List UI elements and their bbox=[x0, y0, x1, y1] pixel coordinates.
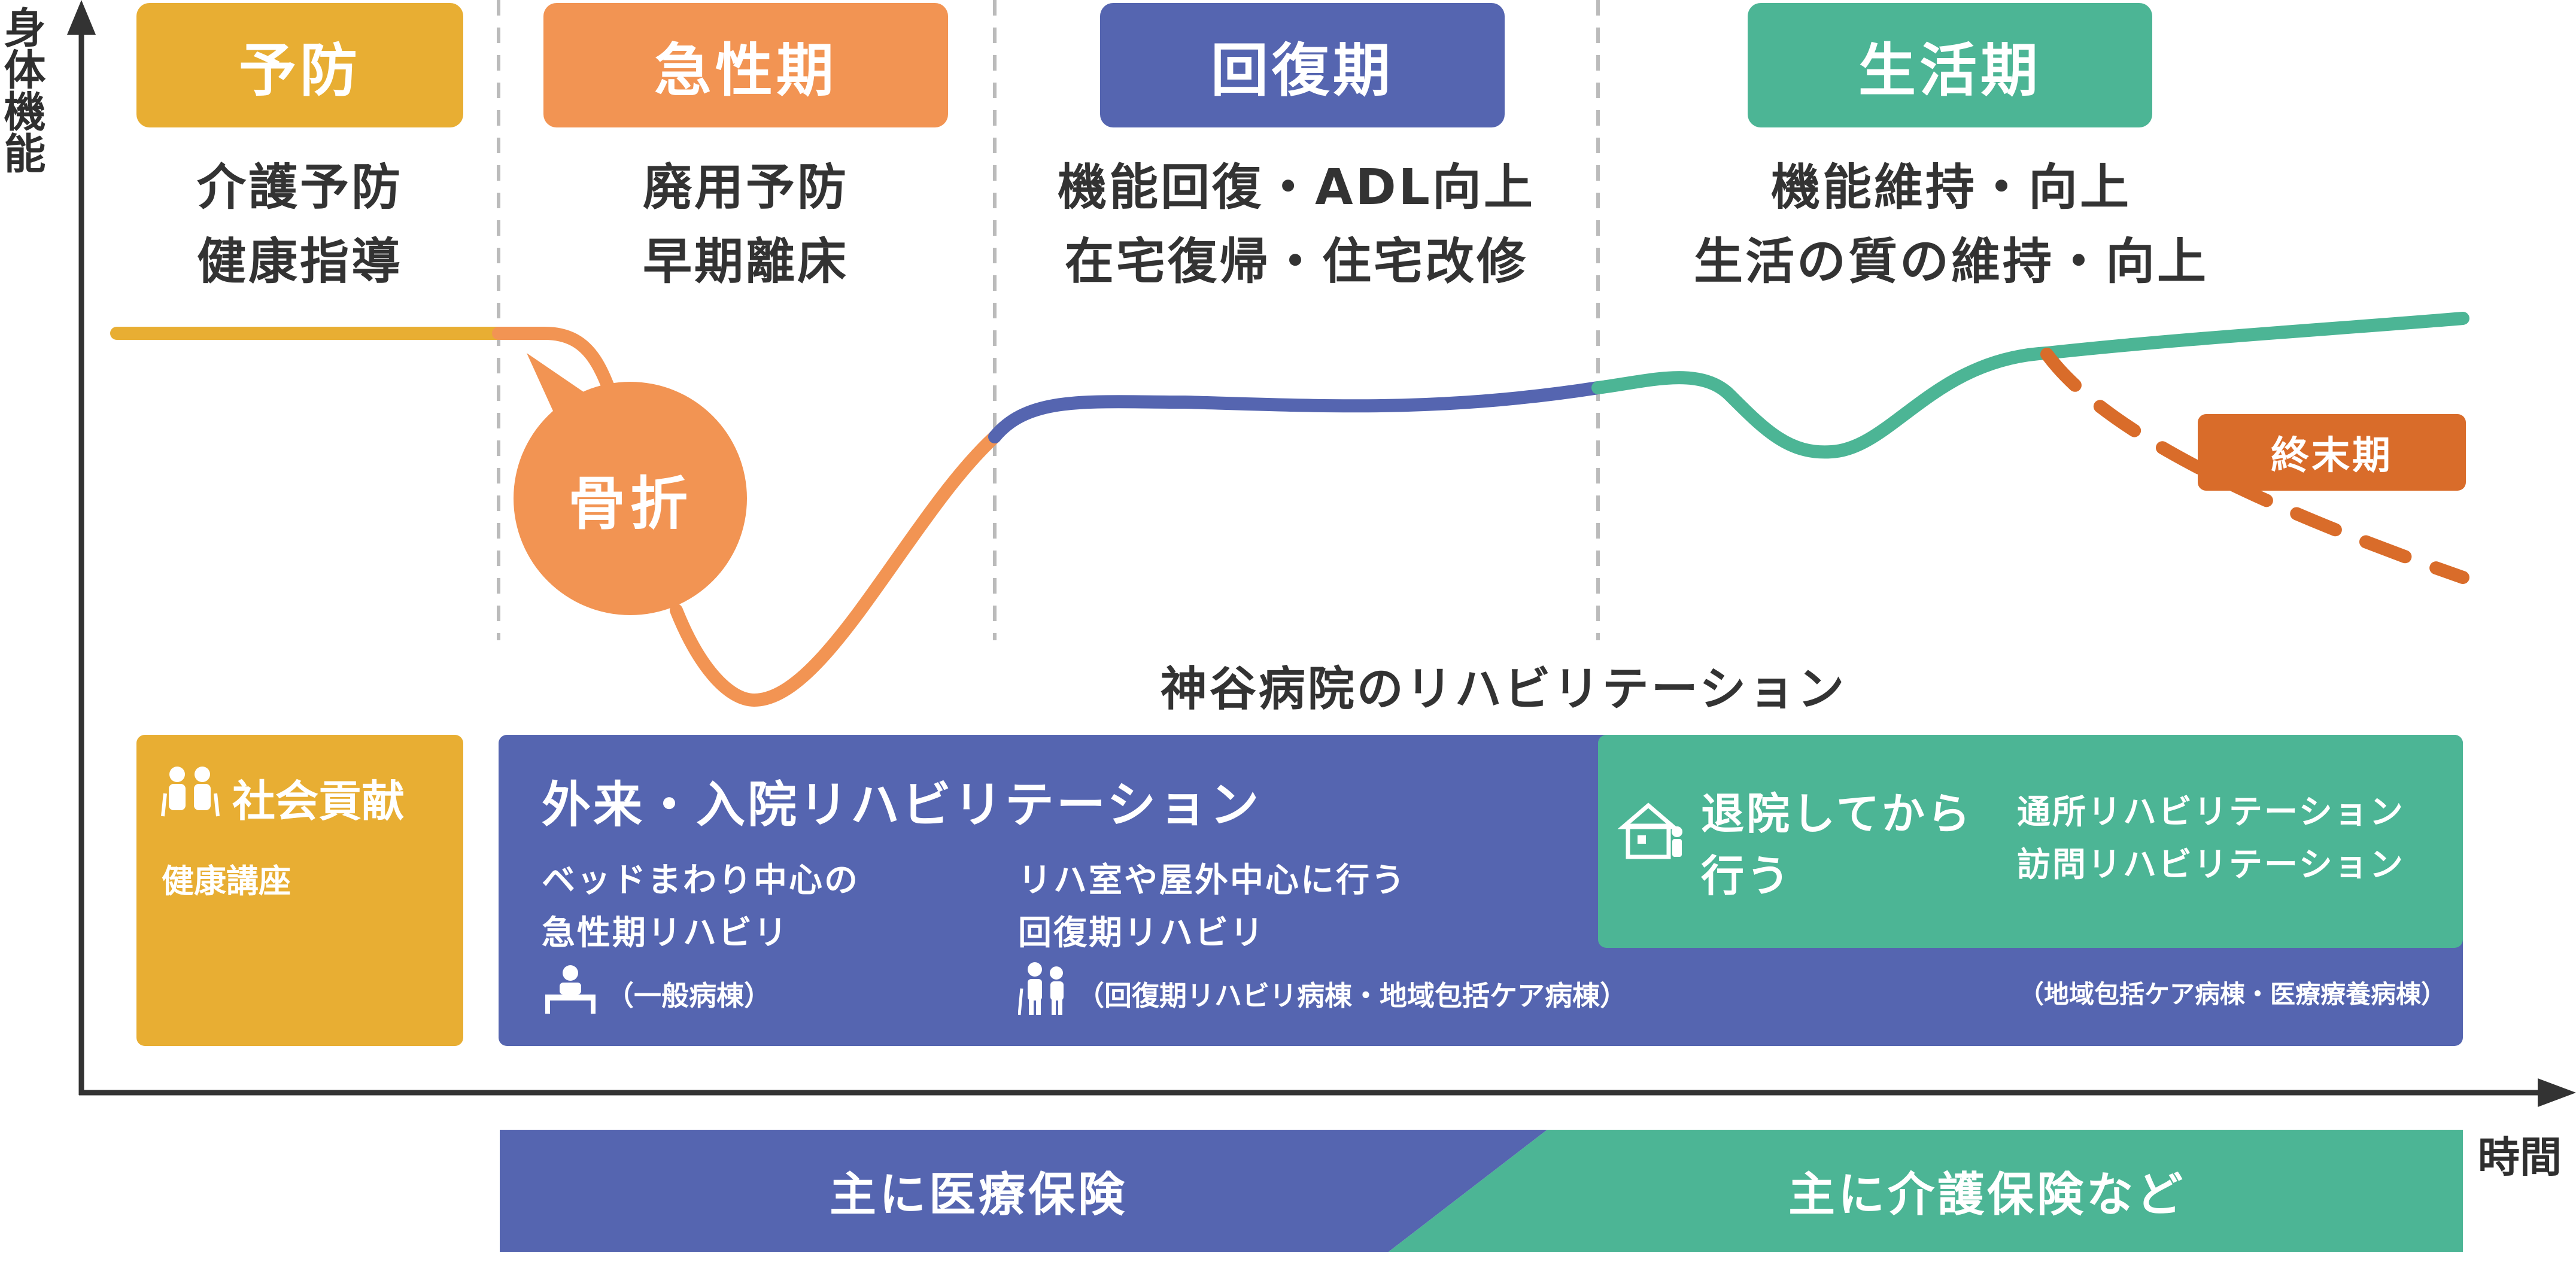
other-ward: （地域包括ケア病棟・医療療養病棟） bbox=[2019, 980, 2447, 1009]
phase-chronic-label: 生活期 bbox=[1748, 3, 2152, 127]
insurance-care-label: 主に介護保険など bbox=[1788, 1168, 2186, 1222]
people-icon bbox=[160, 764, 220, 817]
bed-icon bbox=[542, 962, 599, 1016]
insurance-care-band bbox=[1389, 1130, 2463, 1252]
phase-prevention-desc: 介護予防健康指導 bbox=[196, 159, 403, 290]
curve-terminal bbox=[2040, 348, 2469, 584]
after-discharge-title: 退院してから行う bbox=[1701, 789, 1973, 901]
y-axis-label: 身体機能 bbox=[0, 6, 46, 174]
acute-ward: （一般病棟） bbox=[606, 980, 771, 1012]
fracture-label: 骨折 bbox=[568, 470, 692, 537]
recovery-rehab-desc: リハ室や屋外中心に行う回復期リハビリ bbox=[1018, 861, 1407, 953]
walking-assist-icon bbox=[1017, 961, 1072, 1016]
social-title: 社会貢献 bbox=[232, 776, 405, 826]
after-discharge-box: 退院してから行う 通所リハビリテーション訪問リハビリテーション bbox=[1598, 735, 2463, 948]
phase-chronic-desc: 機能維持・向上生活の質の維持・向上 bbox=[1693, 159, 2209, 290]
y-axis-arrow bbox=[67, 0, 96, 35]
acute-rehab-desc: ベッドまわり中心の急性期リハビリ bbox=[542, 861, 859, 953]
social-item: 健康講座 bbox=[162, 862, 291, 900]
phase-prevention-label: 予防 bbox=[136, 3, 463, 127]
insurance-medical-band bbox=[500, 1130, 1547, 1252]
curve-chronic bbox=[1591, 312, 2469, 459]
phase-acute-desc: 廃用予防早期離床 bbox=[642, 159, 849, 290]
recovery-ward: （回復期リハビリ病棟・地域包括ケア病棟） bbox=[1077, 980, 1627, 1012]
x-axis-arrow bbox=[2538, 1078, 2576, 1107]
after-discharge-items: 通所リハビリテーション訪問リハビリテーション bbox=[2017, 793, 2405, 884]
x-axis-label: 時間 bbox=[2478, 1133, 2562, 1182]
fracture-bubble bbox=[514, 382, 747, 615]
phase-recovery-label: 回復期 bbox=[1100, 3, 1505, 127]
rehab-title: 神谷病院のリハビリテーション bbox=[1160, 662, 1847, 716]
outpatient-title: 外来・入院リハビリテーション bbox=[542, 777, 1262, 834]
social-contribution-box: 社会貢献 健康講座 bbox=[136, 735, 463, 1046]
home-icon bbox=[1617, 801, 1689, 860]
phase-recovery-desc: 機能回復・ADL向上在宅復帰・住宅改修 bbox=[1058, 159, 1535, 290]
curve-recovery bbox=[988, 381, 1605, 443]
insurance-medical-label: 主に医療保険 bbox=[829, 1168, 1128, 1222]
phase-acute-label: 急性期 bbox=[543, 3, 948, 127]
terminal-badge: 終末期 bbox=[2198, 414, 2466, 491]
